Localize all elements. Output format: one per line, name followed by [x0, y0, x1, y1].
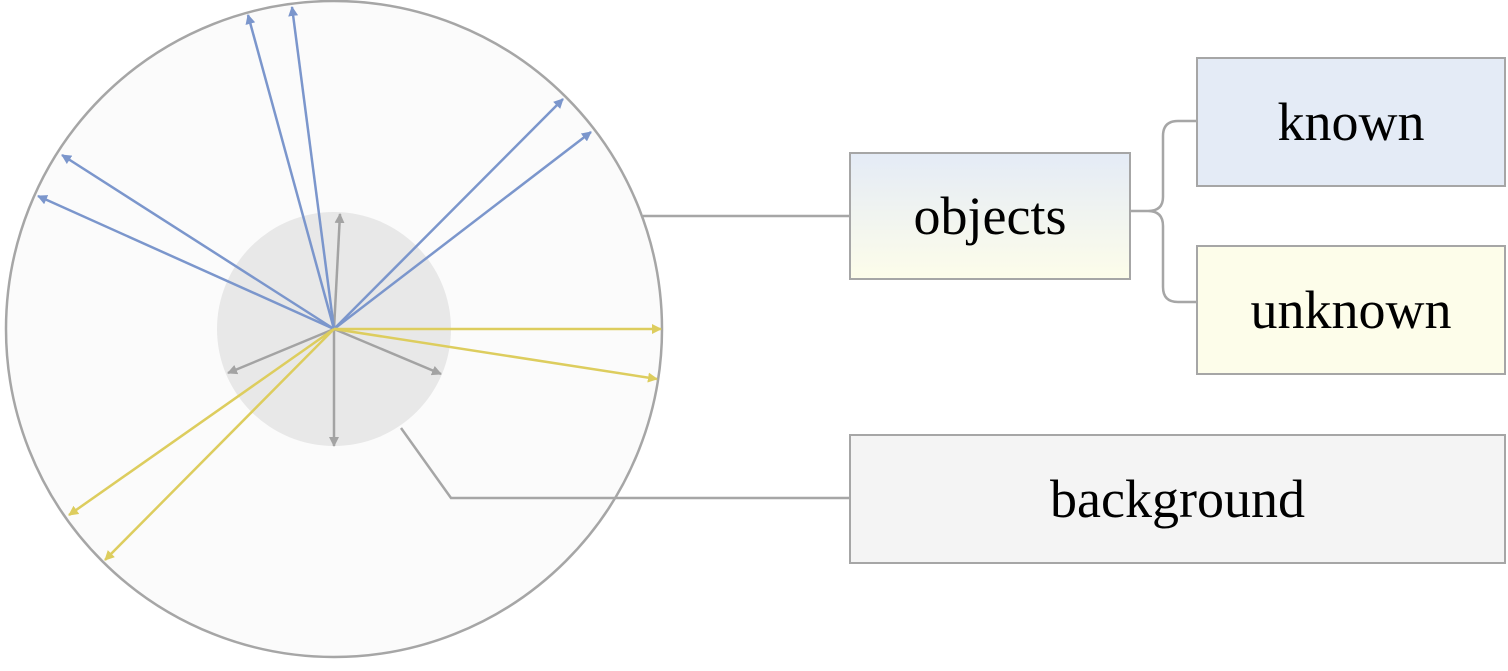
background-vector [332, 213, 345, 330]
objects-label: objects [913, 186, 1067, 246]
unknown-vector [333, 327, 658, 383]
known-vector [61, 153, 335, 331]
objects-brace [1131, 119, 1196, 304]
unknown-vector [68, 327, 335, 517]
unknown-vector [104, 328, 335, 561]
known-box-fill [1197, 58, 1505, 186]
known-box: known [1196, 57, 1506, 187]
unknown-vectors [68, 324, 662, 561]
background-label: background [1050, 469, 1305, 529]
known-vectors [37, 6, 592, 331]
background-box-fill [850, 435, 1505, 563]
known-vector [288, 6, 336, 330]
background-vector [333, 327, 442, 376]
unknown-label: unknown [1250, 280, 1452, 340]
known-vector [37, 194, 335, 331]
unknown-box: unknown [1196, 245, 1506, 375]
background-connector [399, 427, 849, 500]
known-vector [333, 131, 592, 330]
known-label: known [1277, 92, 1425, 152]
known-vector [333, 98, 564, 330]
background-vector [227, 327, 335, 375]
objects-box: objects [849, 152, 1131, 280]
background-box: background [849, 434, 1506, 564]
background-vectors [227, 213, 442, 447]
known-vector [245, 14, 336, 330]
objects-box-fill [850, 153, 1130, 279]
unknown-box-fill [1197, 246, 1505, 374]
